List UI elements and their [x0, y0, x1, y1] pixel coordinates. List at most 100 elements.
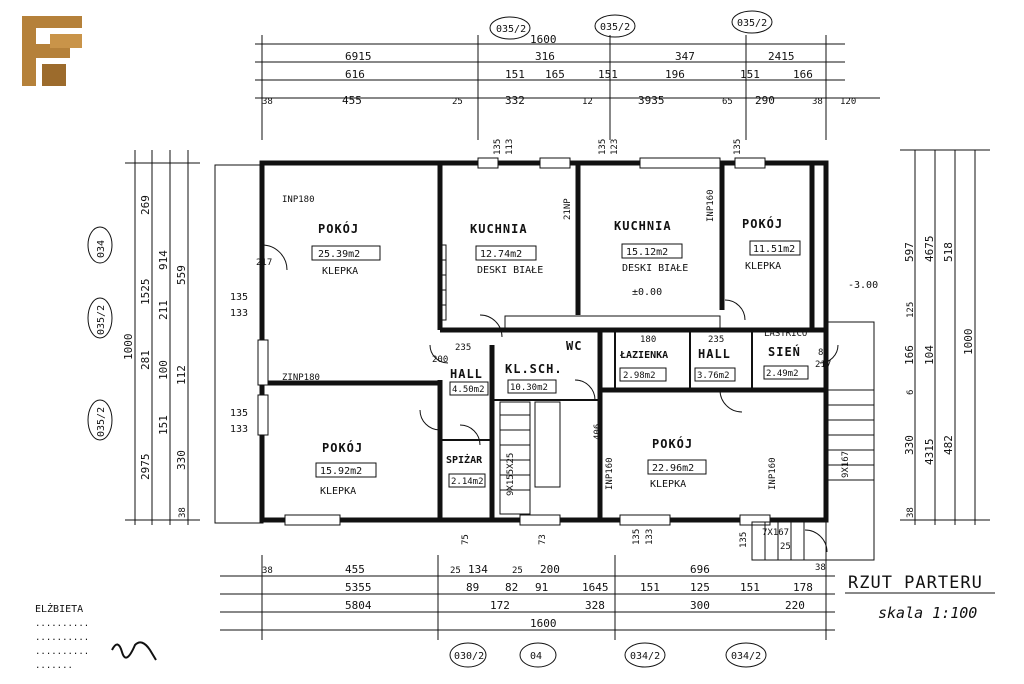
dim: 38 — [178, 507, 188, 518]
room-area: 22.96m2 — [652, 463, 694, 474]
room-name: ŁAZIENKA — [619, 350, 668, 361]
dim: 135 — [739, 532, 749, 548]
room-name: POKÓJ — [742, 216, 783, 231]
axis-label: 030/2 — [454, 651, 484, 662]
dim: 178 — [793, 581, 813, 594]
dim: 597 — [903, 242, 916, 262]
dim: 3935 — [638, 94, 665, 107]
dim: 89 — [466, 581, 479, 594]
dim: 330 — [903, 435, 916, 455]
dim: 281 — [139, 350, 152, 370]
dim: 25 — [450, 566, 461, 576]
top-dimensions: 1600 6915 316 347 2415 616 151 165 151 1… — [255, 10, 880, 140]
room-pokoj-1: POKÓJ 25.39m2 KLEPKA — [311, 221, 381, 277]
room-pokoj-4: POKÓJ 22.96m2 KLEPKA — [647, 436, 707, 490]
plan-notes: INP180 ZINP180 INP160 INP160 INP160 21NP… — [230, 139, 878, 552]
room-name: HALL — [450, 367, 483, 381]
dim: 518 — [942, 242, 955, 262]
dim: 220 — [785, 599, 805, 612]
room-hall-2: HALL 3.76m2 — [694, 347, 736, 382]
note: INP160 — [706, 189, 716, 222]
room-name: POKÓJ — [318, 221, 359, 236]
dim: 25 — [512, 566, 523, 576]
dim: 38 — [812, 97, 823, 107]
room-area: 11.51m2 — [753, 244, 795, 255]
room-name: POKÓJ — [652, 436, 693, 451]
note: 7X167 — [762, 528, 789, 538]
dim: 113 — [505, 139, 515, 155]
dim: 75 — [461, 534, 471, 545]
dim: 73 — [538, 534, 548, 545]
dim: 2415 — [768, 50, 795, 63]
dim: 135 — [598, 139, 608, 155]
dim: 166 — [903, 345, 916, 365]
dim: 134 — [468, 563, 488, 576]
dim: 455 — [342, 94, 362, 107]
dim: 482 — [942, 435, 955, 455]
dim: 135 — [230, 292, 248, 303]
dim: 151 — [740, 68, 760, 81]
dim: 91 — [535, 581, 548, 594]
dim: 65 — [722, 97, 733, 107]
room-area: 2.98m2 — [623, 371, 656, 381]
room-area: 4.50m2 — [452, 385, 485, 395]
bottom-dimensions: 38 455 25 134 25 200 696 5355 89 82 91 1… — [220, 555, 835, 668]
room-floor: KLEPKA — [320, 486, 356, 497]
room-area: 15.12m2 — [626, 247, 668, 258]
dim: 87 — [818, 348, 829, 358]
dim: 269 — [139, 195, 152, 215]
dim: 914 — [157, 250, 170, 270]
top-total-dim: 1600 — [530, 33, 557, 46]
dim: 123 — [610, 139, 620, 155]
room-name: POKÓJ — [322, 440, 363, 455]
dim: 12 — [582, 97, 593, 107]
note: 9X167 — [841, 451, 851, 478]
room-kuchnia-1: KUCHNIA 12.74m2 DESKI BIAŁE — [470, 222, 543, 276]
dim: 4315 — [923, 439, 936, 466]
dim: 332 — [505, 94, 525, 107]
room-name: KUCHNIA — [614, 219, 672, 233]
plan-title: RZUT PARTERU — [848, 573, 983, 593]
room-floor: KLEPKA — [322, 266, 358, 277]
right-dimensions: 1000 597 4675 518 125 166 104 6 330 4315… — [900, 149, 990, 525]
dim: 1525 — [139, 279, 152, 306]
note: INP180 — [282, 195, 315, 205]
note: 21NP — [563, 198, 573, 220]
dim: 196 — [665, 68, 685, 81]
dim: 5804 — [345, 599, 372, 612]
dim: 217 — [815, 360, 831, 370]
axis-label: 04 — [530, 651, 542, 662]
room-area: 15.92m2 — [320, 466, 362, 477]
room-area: 25.39m2 — [318, 249, 360, 260]
axis-label: 034 — [96, 240, 107, 258]
note: INP160 — [605, 457, 615, 490]
stamp-line: .......... — [35, 633, 89, 643]
dim: 38 — [262, 566, 273, 576]
axis-label: 035/2 — [96, 305, 107, 335]
dim: 290 — [755, 94, 775, 107]
room-kuchnia-2: KUCHNIA 15.12m2 DESKI BIAŁE — [614, 219, 688, 274]
room-name: HALL — [698, 347, 731, 361]
axis-label: 035/2 — [737, 18, 767, 29]
dim: 120 — [840, 97, 856, 107]
ext-level-mark: -3.00 — [848, 280, 878, 291]
dim: 455 — [345, 563, 365, 576]
note: 9X155X25 — [506, 453, 516, 496]
axis-label: 034/2 — [630, 651, 660, 662]
room-name: WC — [566, 339, 582, 353]
room-sien: SIEŃ 2.49m2 — [763, 344, 809, 380]
room-area: 2.14m2 — [451, 477, 484, 487]
dim: 200 — [432, 355, 448, 365]
note: 25 — [780, 542, 791, 552]
dim: 217 — [256, 258, 272, 268]
stamp-line: ....... — [35, 661, 73, 671]
dim: 104 — [923, 345, 936, 365]
dim: 406 — [593, 424, 603, 440]
brand-logo — [20, 14, 84, 88]
handwritten-signature — [111, 641, 157, 661]
dim: 328 — [585, 599, 605, 612]
room-wc: WC — [566, 339, 582, 353]
title-block: RZUT PARTERU skala 1:100 — [845, 573, 995, 622]
dim: 347 — [675, 50, 695, 63]
room-hall-1: HALL 4.50m2 — [449, 367, 489, 396]
